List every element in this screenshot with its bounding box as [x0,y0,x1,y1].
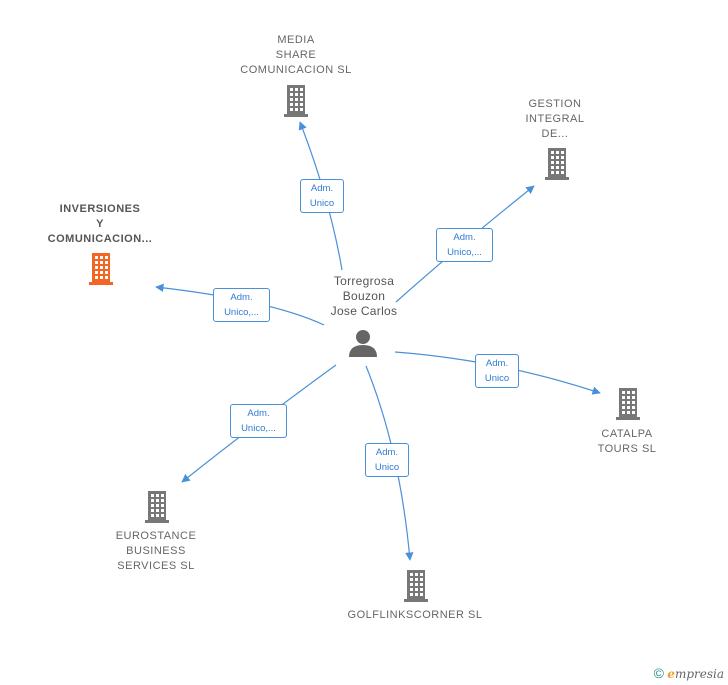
building-icon-inversiones[interactable] [89,253,113,285]
building-icon-golf[interactable] [404,570,428,602]
person-name[interactable]: Torregrosa Bouzon Jose Carlos [330,274,398,318]
footer-brand: © empresia [654,665,724,681]
building-icon-gestion[interactable] [545,148,569,180]
building-icon-eurostance[interactable] [145,491,169,523]
edge-label-golf[interactable]: Adm. Unico [365,443,409,477]
edge-label-gestion[interactable]: Adm. Unico,... [436,228,493,262]
building-icon-catalpa[interactable] [616,388,640,420]
company-label-catalpa-tours[interactable]: CATALPA TOURS SL [597,428,657,455]
person-icon[interactable] [349,330,377,357]
edge-label-catalpa[interactable]: Adm. Unico [475,354,519,388]
edge-label-eurostance[interactable]: Adm. Unico,... [230,404,287,438]
company-label-eurostance[interactable]: EUROSTANCE BUSINESS SERVICES SL [115,530,197,572]
edge-label-media[interactable]: Adm. Unico [300,179,344,213]
company-label-golflinkscorner[interactable]: GOLFLINKSCORNER SL [347,609,483,621]
company-label-gestion-integral[interactable]: GESTION INTEGRAL DE... [525,98,585,140]
copyright-symbol: © [653,665,664,681]
building-icon-media[interactable] [284,85,308,117]
edge-label-inversiones[interactable]: Adm. Unico,... [213,288,270,322]
company-label-media-share[interactable]: MEDIA SHARE COMUNICACION SL [240,34,352,76]
company-label-inversiones[interactable]: INVERSIONES Y COMUNICACION... [47,203,153,245]
brand-logo: empresia [667,667,724,681]
